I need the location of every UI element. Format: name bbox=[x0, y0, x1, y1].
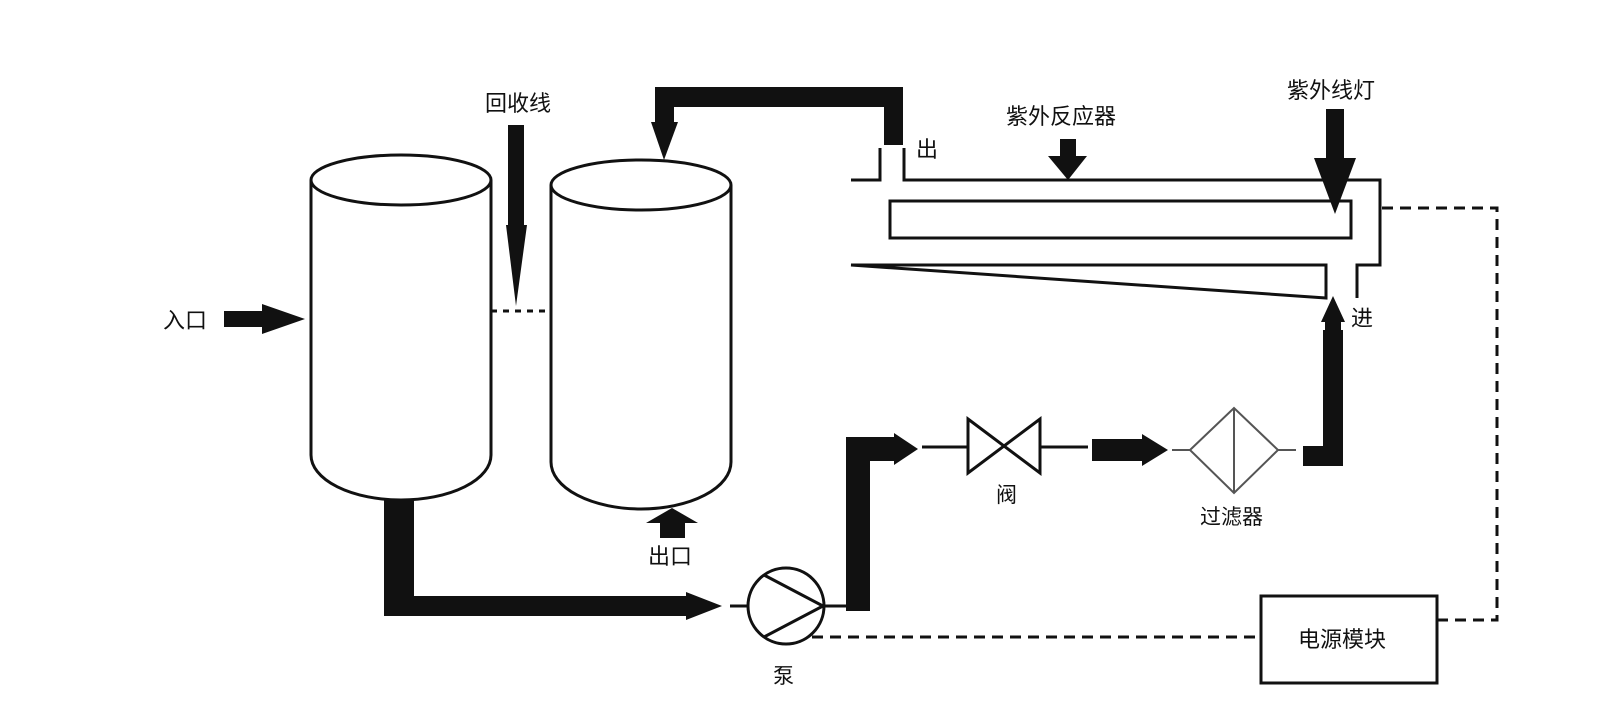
inlet-arrow bbox=[224, 304, 305, 334]
label-outlet-tank: 出口 bbox=[648, 545, 692, 570]
pump-to-valve-pipe bbox=[846, 433, 918, 611]
filter-to-reactor-pipe bbox=[1303, 296, 1345, 466]
left-tank bbox=[309, 153, 493, 502]
label-uv-lamp: 紫外线灯 bbox=[1287, 79, 1375, 104]
label-filter: 过滤器 bbox=[1200, 505, 1263, 529]
right-tank bbox=[549, 158, 733, 511]
label-reactor-in: 进 bbox=[1351, 307, 1373, 332]
power-module-box bbox=[1259, 594, 1439, 685]
pump-symbol bbox=[730, 566, 846, 646]
label-power-module: 电源模块 bbox=[1298, 628, 1386, 653]
label-reactor-out: 出 bbox=[916, 138, 938, 163]
uv-reactor-pointer bbox=[1048, 139, 1087, 180]
tank-to-pump-pipe bbox=[384, 500, 722, 620]
label-valve: 阀 bbox=[996, 483, 1017, 507]
outlet-up-arrow bbox=[646, 508, 698, 538]
return-pipe bbox=[651, 87, 903, 160]
label-pump: 泵 bbox=[773, 664, 794, 688]
uv-reactor bbox=[850, 148, 1382, 300]
label-inlet: 入口 bbox=[163, 309, 207, 334]
valve-to-filter-arrow bbox=[1092, 434, 1168, 466]
label-recovery-line: 回收线 bbox=[485, 92, 551, 117]
power-wiring-dashed bbox=[812, 206, 1499, 639]
valve-symbol bbox=[922, 416, 1088, 476]
filter-symbol bbox=[1172, 406, 1296, 495]
label-uv-reactor: 紫外反应器 bbox=[1006, 105, 1116, 130]
uv-lamp-pointer bbox=[1314, 109, 1356, 214]
recovery-line-arrow bbox=[506, 125, 527, 306]
